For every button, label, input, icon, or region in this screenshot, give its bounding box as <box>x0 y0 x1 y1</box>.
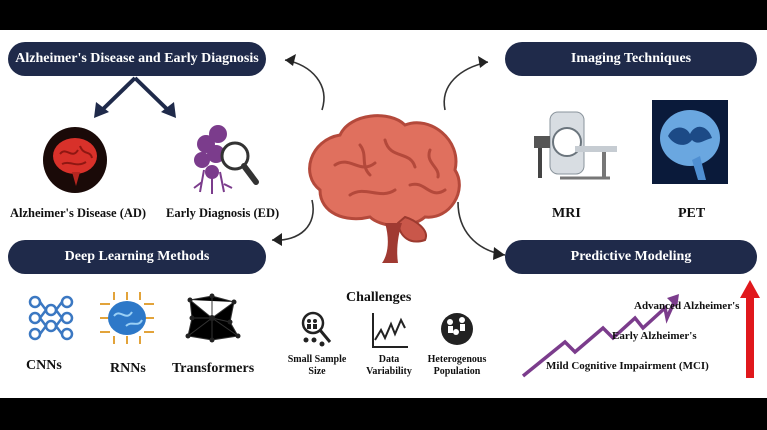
data-variability-icon <box>372 313 408 348</box>
challenge-small-sample-line2: Size <box>308 366 326 377</box>
cnn-label: CNNs <box>26 358 62 373</box>
ad-brain-icon <box>43 127 107 193</box>
challenge-small-sample-line1: Small Sample <box>287 354 347 365</box>
challenge-data-variability-line1: Data <box>378 354 400 365</box>
section-alzheimers-pill: Alzheimer's Disease and Early Diagnosis <box>8 42 266 76</box>
section-imaging-pill: Imaging Techniques <box>505 42 757 76</box>
challenge-heterogenous-label: Heterogenous Population <box>420 354 494 378</box>
cnn-network-icon <box>28 295 74 341</box>
early-diagnosis-icon <box>193 125 259 194</box>
stage-mci-label: Mild Cognitive Impairment (MCI) <box>546 360 709 372</box>
central-brain-icon <box>308 114 461 263</box>
bottom-black-bar <box>0 398 767 430</box>
transformers-label: Transformers <box>172 361 255 376</box>
stage-advanced-label: Advanced Alzheimer's <box>634 300 740 312</box>
brain-arrows <box>94 54 506 260</box>
challenge-small-sample-label: Small Sample Size <box>286 354 348 378</box>
severity-red-arrow <box>740 280 760 378</box>
mri-label: MRI <box>552 206 581 221</box>
small-sample-icon <box>301 311 332 347</box>
stage-early-label: Early Alzheimer's <box>612 330 697 342</box>
rnn-brain-icon <box>100 292 154 344</box>
progression-zigzag-arrow <box>521 294 679 378</box>
challenge-data-variability-label: Data Variability <box>358 354 420 378</box>
section-predictive-pill: Predictive Modeling <box>505 240 757 274</box>
section-deep-learning-pill: Deep Learning Methods <box>8 240 266 274</box>
challenge-heterogenous-line1: Heterogenous <box>427 354 487 365</box>
diagram-canvas: Alzheimer's Disease and Early Diagnosis … <box>0 30 767 398</box>
pet-scan-icon <box>652 100 728 184</box>
challenge-heterogenous-line2: Population <box>433 366 481 377</box>
mri-scanner-icon <box>534 111 617 180</box>
top-black-bar <box>0 0 767 30</box>
ed-label: Early Diagnosis (ED) <box>166 206 280 220</box>
rnn-label: RNNs <box>110 361 146 376</box>
ad-label: Alzheimer's Disease (AD) <box>10 206 147 220</box>
challenges-title: Challenges <box>346 290 412 305</box>
heterogenous-population-icon <box>441 313 473 345</box>
challenge-data-variability-line2: Variability <box>366 366 412 377</box>
transformer-network-icon <box>185 293 241 343</box>
pet-label: PET <box>678 206 706 221</box>
